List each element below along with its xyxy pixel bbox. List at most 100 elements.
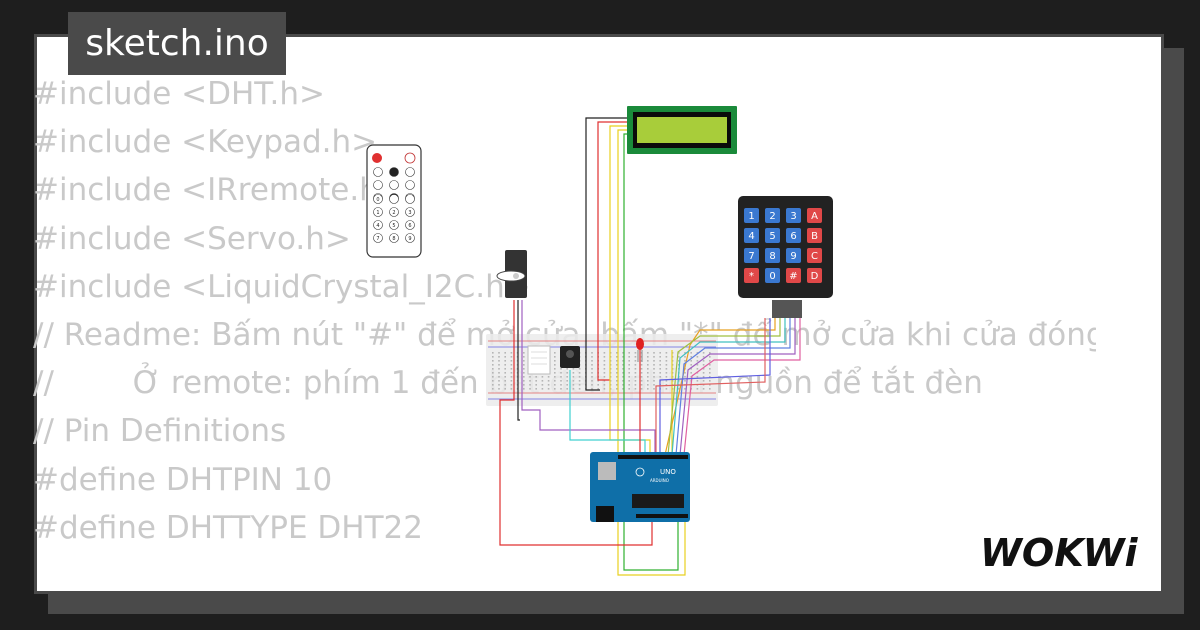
ir-remote[interactable]: 0 1 2 3 4 5 6 7 8 9: [366, 144, 422, 258]
keypad-key-label: 2: [769, 211, 775, 222]
keypad-key[interactable]: [744, 228, 759, 243]
wire: [664, 318, 776, 456]
wire: [675, 318, 791, 456]
wire: [569, 370, 646, 460]
remote-button[interactable]: [373, 167, 383, 177]
wire: [683, 318, 801, 456]
keypad-key[interactable]: [744, 268, 759, 283]
code-editor[interactable]: #include <DHT.h> #include <Keypad.h> #in…: [33, 70, 1096, 550]
remote-button-label: 6: [408, 223, 411, 229]
remote-button-label: 9: [408, 236, 411, 242]
remote-button-label: 7: [376, 236, 379, 242]
wire: [517, 300, 520, 421]
wire: [521, 300, 656, 460]
keypad-key-label: 6: [790, 231, 796, 242]
remote-button-label: 1: [376, 210, 379, 216]
code-line: #include <Keypad.h>: [33, 124, 378, 161]
keypad-key-label: C: [811, 251, 818, 262]
remote-button-label: 4: [376, 223, 379, 229]
arduino-brand: ARDUINO: [650, 478, 669, 483]
keypad-key-label: 8: [769, 251, 775, 262]
remote-button[interactable]: [405, 207, 415, 217]
keypad-key-label: A: [811, 211, 818, 222]
keypad-key[interactable]: [786, 208, 801, 223]
remote-button[interactable]: [405, 180, 415, 190]
remote-button[interactable]: [389, 180, 399, 190]
keypad-key[interactable]: [786, 248, 801, 263]
remote-button[interactable]: [405, 220, 415, 230]
remote-button[interactable]: [405, 194, 415, 204]
wire: [667, 318, 781, 456]
keypad-key[interactable]: [807, 268, 822, 283]
remote-button-label: 3: [408, 210, 411, 216]
led[interactable]: [636, 338, 644, 362]
keypad[interactable]: 1 2 3 A 4 5 6 B 7 8 9 C * 0 # D: [738, 196, 833, 318]
keypad-key[interactable]: [765, 228, 780, 243]
remote-button[interactable]: [373, 220, 383, 230]
file-tab[interactable]: sketch.ino: [68, 12, 286, 75]
code-line: #define DHTTYPE DHT22: [33, 509, 423, 546]
wire: [671, 318, 786, 456]
keypad-key-label: 5: [769, 231, 775, 242]
remote-button[interactable]: [405, 167, 415, 177]
remote-button[interactable]: [373, 233, 383, 243]
wokwi-logo-text: WOKWi: [980, 531, 1139, 575]
dht-sensor[interactable]: [527, 345, 551, 375]
ir-receiver[interactable]: [560, 346, 580, 368]
remote-button[interactable]: [373, 194, 383, 204]
wires: [499, 117, 801, 576]
wire: [659, 318, 771, 455]
arduino-label: UNO: [660, 468, 676, 476]
remote-button[interactable]: [373, 207, 383, 217]
remote-button[interactable]: [405, 233, 415, 243]
remote-button[interactable]: [389, 167, 399, 177]
wire: [499, 300, 653, 546]
remote-button[interactable]: [389, 233, 399, 243]
keypad-key-label: 0: [769, 271, 775, 282]
keypad-key-label: 4: [748, 231, 754, 242]
servo-motor[interactable]: [496, 250, 527, 298]
remote-button[interactable]: [389, 207, 399, 217]
keypad-key-label: 9: [790, 251, 796, 262]
keypad-key[interactable]: [744, 248, 759, 263]
code-line: #define DHTPIN 10: [33, 461, 333, 498]
keypad-key[interactable]: [765, 248, 780, 263]
wire: [679, 318, 796, 456]
wire: [597, 121, 630, 381]
remote-button-label: 8: [392, 236, 395, 242]
remote-button-label: 0: [376, 197, 379, 203]
lcd-display[interactable]: [627, 106, 737, 154]
keypad-key-label: 7: [748, 251, 754, 262]
code-line: #include <DHT.h>: [33, 76, 326, 112]
keypad-key[interactable]: [807, 248, 822, 263]
keypad-key[interactable]: [807, 208, 822, 223]
remote-button[interactable]: [389, 194, 399, 204]
wire: [585, 117, 630, 391]
remote-button-label: 5: [392, 223, 395, 229]
keypad-key[interactable]: [765, 268, 780, 283]
keypad-key[interactable]: [807, 228, 822, 243]
wire: [623, 133, 679, 571]
remote-button[interactable]: [373, 180, 383, 190]
keypad-key-label: 3: [790, 211, 796, 222]
keypad-key-label: 1: [748, 211, 754, 222]
keypad-key[interactable]: [765, 208, 780, 223]
code-line: #include <Servo.h>: [33, 220, 351, 257]
wire: [617, 129, 686, 576]
wire: [609, 125, 651, 460]
wokwi-logo: WOKWi: [980, 531, 1139, 575]
keypad-key-label: *: [749, 271, 754, 282]
keypad-key[interactable]: [744, 208, 759, 223]
keypad-key[interactable]: [786, 268, 801, 283]
keypad-key-label: #: [789, 271, 797, 282]
remote-button[interactable]: [389, 220, 399, 230]
code-line: // Pin Definitions: [33, 413, 287, 450]
remote-button-label: 2: [392, 210, 395, 216]
arduino-uno[interactable]: UNO ARDUINO: [590, 452, 690, 522]
wire: [655, 318, 766, 455]
code-line: #include <LiquidCrystal_I2C.h>: [33, 268, 531, 305]
keypad-key[interactable]: [786, 228, 801, 243]
keypad-key-label: B: [811, 231, 818, 242]
keypad-key-label: D: [811, 271, 819, 282]
